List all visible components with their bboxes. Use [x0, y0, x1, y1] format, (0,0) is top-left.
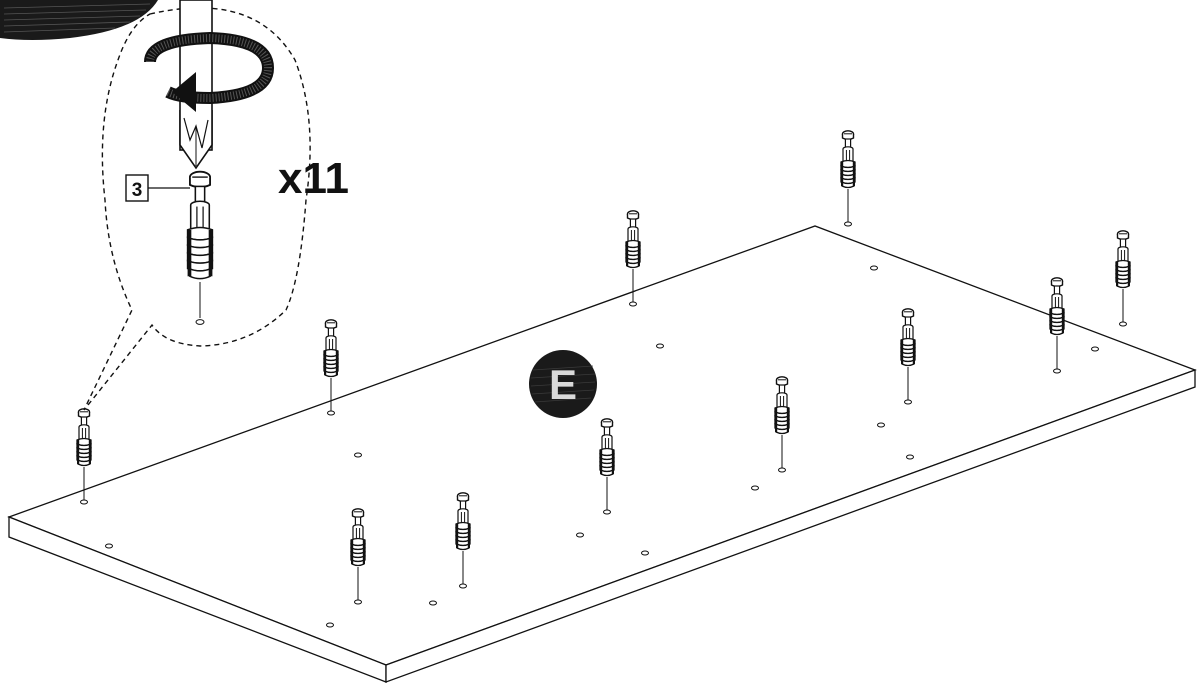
panel-label-badge: E [529, 350, 597, 418]
panel-label: E [549, 361, 577, 408]
step-badge [0, 0, 158, 40]
quantity-label: x11 [278, 154, 349, 203]
detail-cam-bolt-icon [186, 170, 214, 325]
part-number-tag: 3 [125, 174, 190, 202]
rotation-arrow-icon [144, 31, 275, 112]
cam-bolt [840, 130, 856, 227]
part-number: 3 [132, 180, 143, 201]
detail-callout [83, 7, 311, 411]
cam-bolt [1115, 230, 1131, 327]
